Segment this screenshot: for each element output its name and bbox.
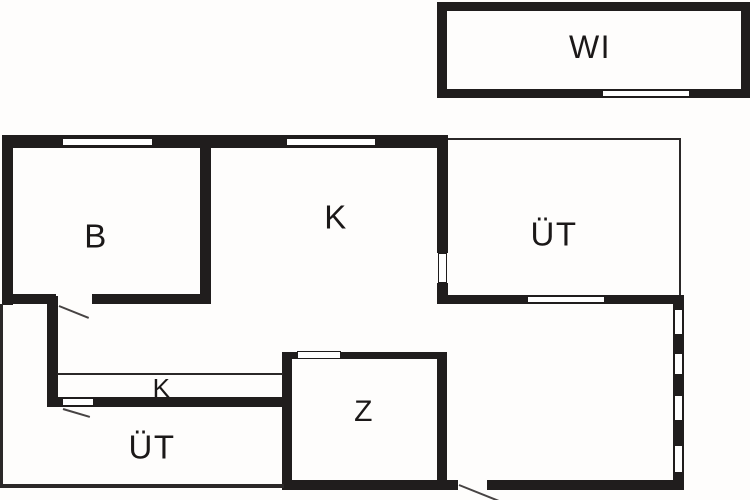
wall-segment: [437, 2, 750, 11]
wall-segment: [487, 480, 683, 490]
wall-segment: [92, 294, 211, 304]
room-label-wi: WI: [568, 29, 612, 65]
room-label-z: Z: [354, 395, 374, 428]
wall-segment: [437, 89, 750, 98]
thin-wall-segment: [0, 484, 284, 488]
wall-segment: [47, 397, 292, 407]
wall-segment: [741, 2, 750, 98]
wall-segment: [47, 296, 58, 407]
window: [62, 138, 153, 146]
thin-wall-segment: [57, 373, 283, 375]
wall-segment: [282, 480, 458, 490]
window: [438, 253, 447, 283]
wall-segment: [2, 135, 13, 305]
wall-segment: [2, 294, 56, 304]
door-leaf: [62, 398, 94, 406]
wall-segment: [437, 352, 447, 488]
window: [674, 353, 683, 375]
door-swing-line: [58, 305, 90, 319]
wall-segment: [282, 352, 447, 359]
room-label-uet-top: ÜT: [530, 215, 578, 253]
door-swing-line: [62, 408, 91, 418]
wall-segment: [437, 135, 448, 253]
window: [286, 138, 376, 146]
wall-segment: [437, 2, 447, 98]
room-label-b: B: [84, 217, 108, 255]
room-label-uet-bottom: ÜT: [128, 428, 176, 466]
wall-segment: [200, 135, 211, 304]
window: [297, 351, 341, 359]
room-label-k-top: K: [324, 198, 348, 236]
window: [674, 395, 683, 421]
window: [674, 445, 683, 473]
thin-wall-segment: [0, 304, 3, 488]
window: [602, 90, 690, 97]
thin-wall-segment: [679, 138, 681, 295]
wall-segment: [437, 283, 448, 304]
wall-segment: [673, 295, 684, 490]
window: [674, 309, 683, 335]
thin-wall-segment: [448, 138, 681, 140]
window: [527, 296, 605, 303]
wall-segment: [282, 352, 292, 488]
room-label-k-corridor: K: [152, 373, 172, 403]
